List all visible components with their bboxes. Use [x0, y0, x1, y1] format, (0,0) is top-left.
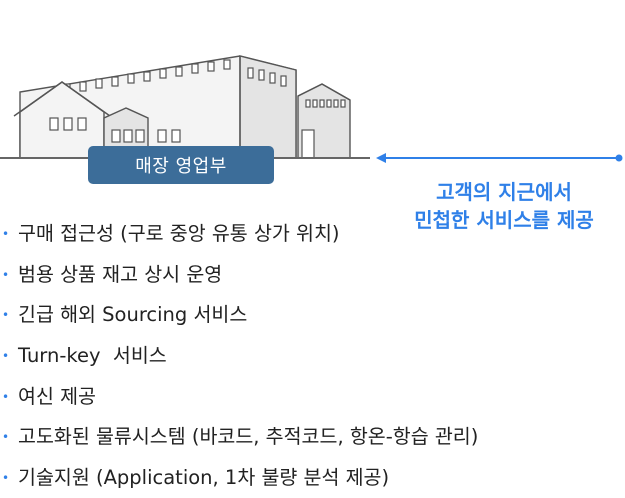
- sales-department-badge: 매장 영업부: [88, 146, 274, 184]
- double-arrow-icon: [376, 153, 623, 163]
- list-item: • 긴급 해외 Sourcing 서비스: [2, 295, 478, 336]
- bullet-dot-icon: •: [2, 227, 10, 242]
- bullet-dot-icon: •: [2, 349, 10, 364]
- list-item-text: 긴급 해외 Sourcing 서비스: [18, 303, 248, 327]
- list-item-text: 범용 상품 재고 상시 운영: [18, 262, 223, 286]
- bullet-dot-icon: •: [2, 308, 10, 323]
- bullet-dot-icon: •: [2, 430, 10, 445]
- list-item-text: Turn-key 서비스: [18, 344, 167, 368]
- tagline: 고객의 지근에서 민첩한 서비스를 제공: [398, 178, 610, 234]
- bullet-dot-icon: •: [2, 470, 10, 485]
- list-item-text: 구매 접근성 (구로 중앙 유통 상가 위치): [18, 222, 340, 246]
- list-item: • 고도화된 물류시스템 (바코드, 추적코드, 항온-항습 관리): [2, 417, 478, 458]
- list-item: • 기술지원 (Application, 1차 불량 분석 제공): [2, 458, 478, 498]
- list-item: • Turn-key 서비스: [2, 336, 478, 377]
- tagline-line-1: 고객의 지근에서: [436, 180, 572, 204]
- list-item-text: 여신 제공: [18, 384, 96, 408]
- bullet-dot-icon: •: [2, 267, 10, 282]
- list-item: • 여신 제공: [2, 376, 478, 417]
- list-item: • 범용 상품 재고 상시 운영: [2, 255, 478, 296]
- bullet-dot-icon: •: [2, 389, 10, 404]
- tagline-line-2: 민첩한 서비스를 제공: [414, 208, 594, 232]
- list-item-text: 기술지원 (Application, 1차 불량 분석 제공): [18, 465, 390, 489]
- list-item-text: 고도화된 물류시스템 (바코드, 추적코드, 항온-항습 관리): [18, 425, 479, 449]
- list-item: • 구매 접근성 (구로 중앙 유통 상가 위치): [2, 214, 478, 255]
- service-list: • 구매 접근성 (구로 중앙 유통 상가 위치) • 범용 상품 재고 상시 운영…: [2, 214, 478, 498]
- warehouse-icon: [13, 55, 351, 159]
